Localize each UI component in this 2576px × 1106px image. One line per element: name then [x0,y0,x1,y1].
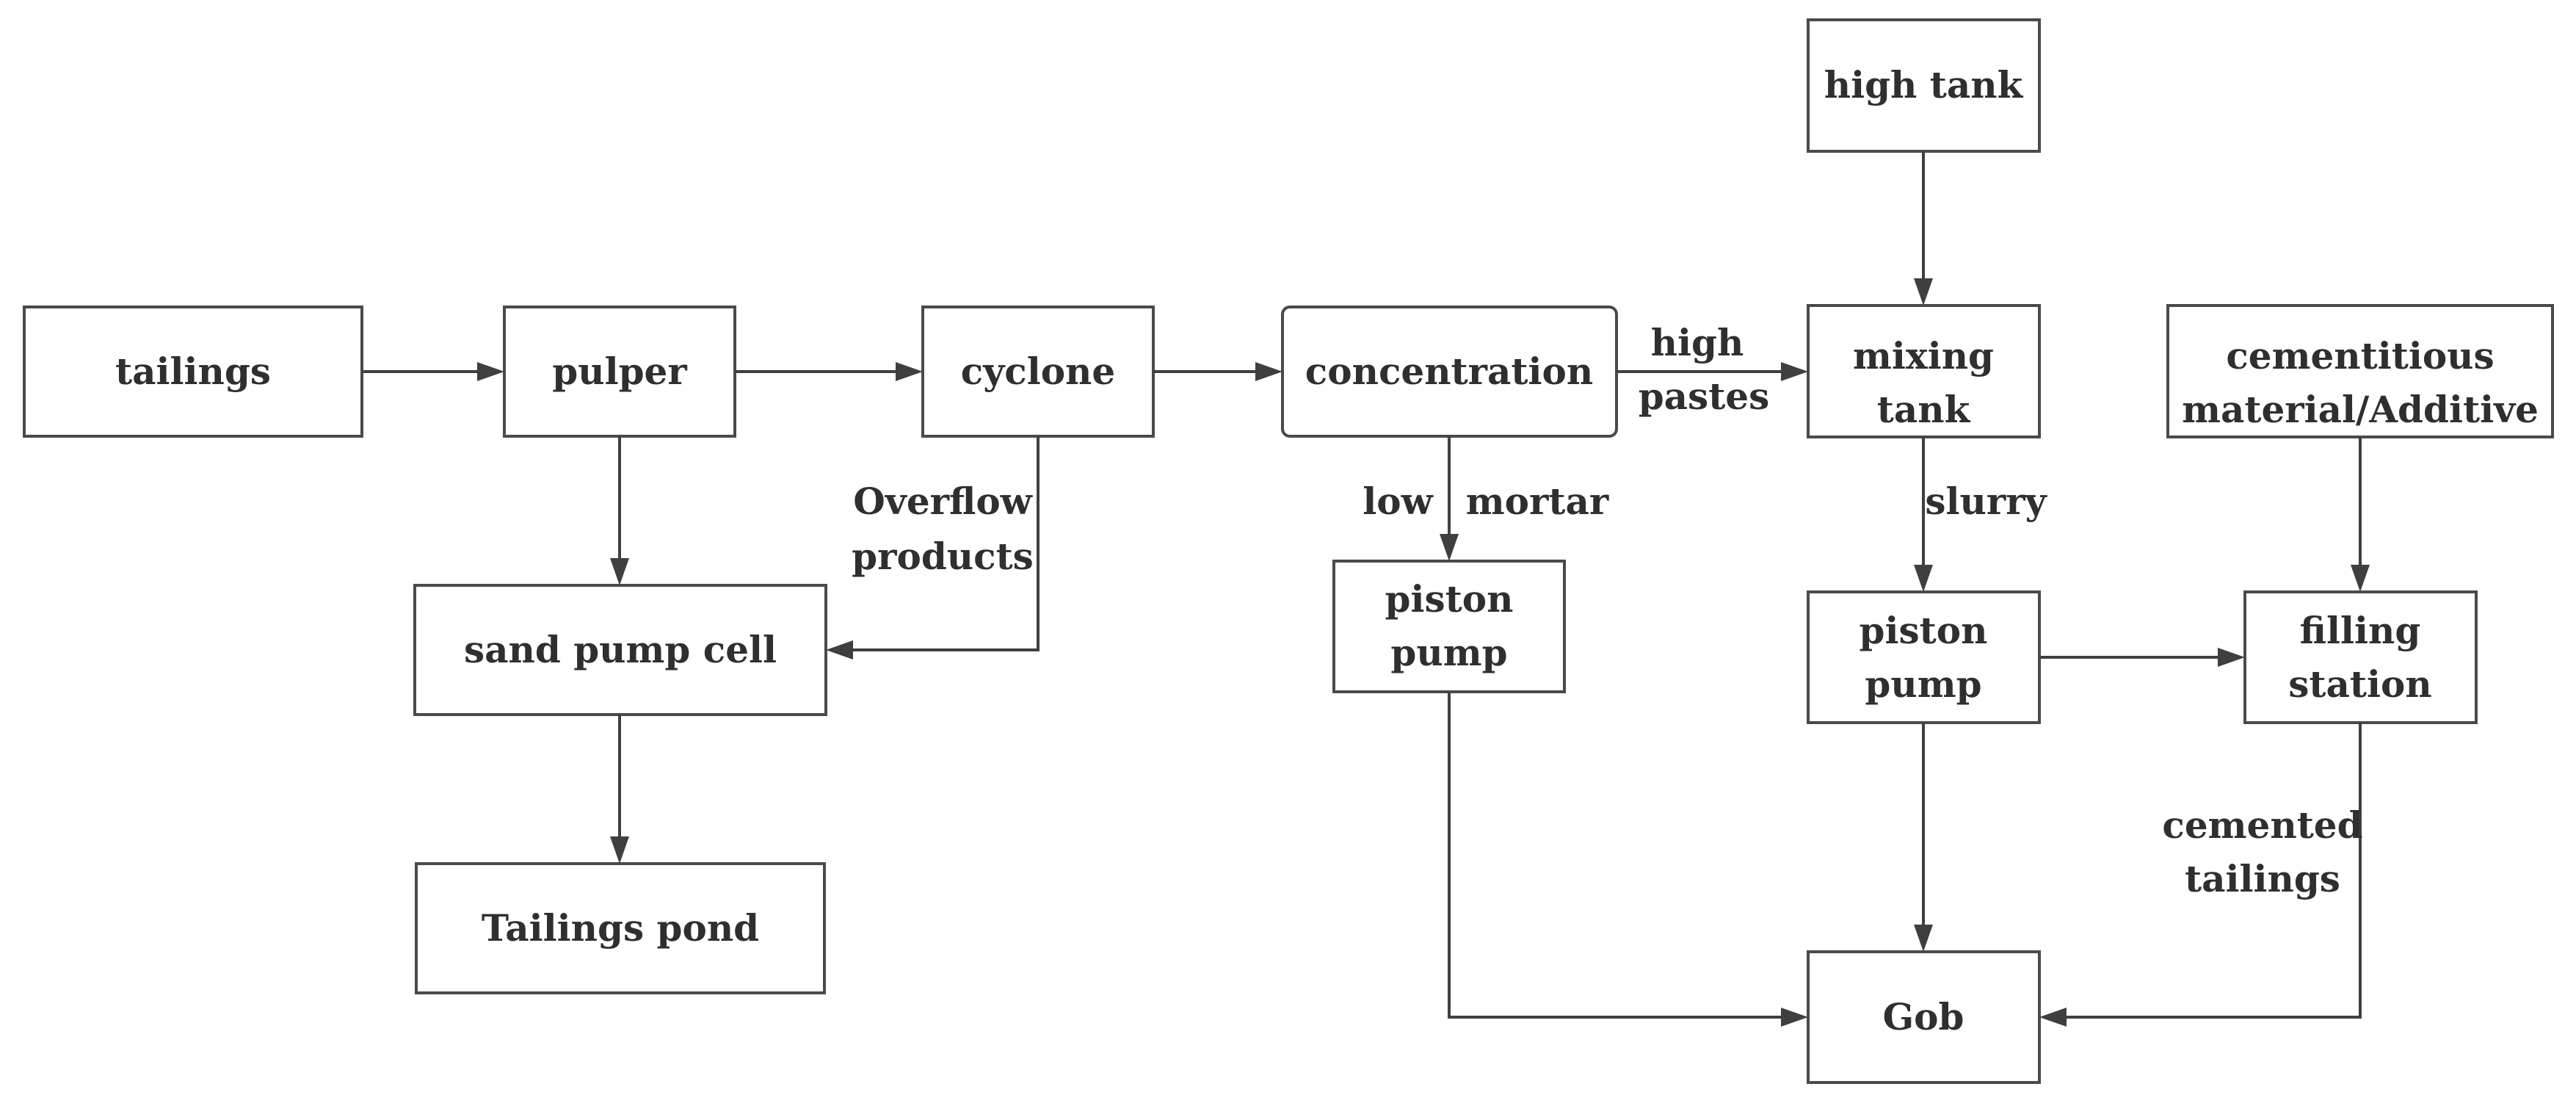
edge-cyclone-overflow-to-sand-pump-cell [826,436,1040,659]
node-tailings-pond: Tailings pond [415,862,826,994]
node-piston-pump-low-label-line1: piston [1385,577,1514,621]
node-sand-pump-cell: sand pump cell [413,584,827,716]
edge-pulper-to-cyclone [735,362,923,381]
edge-high-tank-to-mixing-tank [1914,151,1933,306]
node-high-tank-label: high tank [1824,63,2024,106]
node-mixing-tank-label-line2: tank [1877,388,1971,431]
edge-piston-pump-low-to-gob [1448,692,1808,1027]
node-cementitious-label-line1: cementitious [2226,334,2494,377]
edge-cementitious-to-filling-station [2351,437,2370,592]
edge-mixing-tank-to-piston-pump-high [1914,437,1933,592]
edge-cyclone-to-concentration [1153,362,1282,381]
node-piston-pump-low: piston pump [1332,560,1566,693]
edge-label-high-pastes-line1: high [1651,321,1744,364]
edge-label-low: low [1363,480,1434,523]
edge-label-cemented-line1: cemented [2162,803,2362,847]
node-pulper-label: pulper [552,350,687,393]
node-concentration: concentration [1281,306,1618,438]
edge-piston-pump-high-to-gob [1914,723,1933,952]
edge-label-overflow-line1: Overflow [853,480,1033,523]
node-cyclone-label: cyclone [961,350,1115,393]
node-tailings-label: tailings [115,350,271,393]
node-pulper: pulper [503,306,736,438]
node-mixing-tank-label-line1: mixing [1853,334,1994,377]
node-piston-pump-low-label-line2: pump [1390,631,1507,674]
node-sand-pump-cell-label: sand pump cell [464,628,777,671]
node-piston-pump-high: piston pump [1807,590,2041,724]
node-piston-pump-high-label-line2: pump [1865,662,1981,706]
node-concentration-label: concentration [1305,350,1593,393]
node-cementitious-material: cementitious material/Additive [2166,304,2554,438]
node-filling-station-label-line2: station [2288,662,2431,706]
edge-label-cemented-line2: tailings [2185,857,2340,900]
edge-label-slurry: slurry [1925,480,2047,523]
node-tailings-pond-label: Tailings pond [482,906,759,950]
edge-tailings-to-pulper [362,362,504,381]
edge-label-mortar: mortar [1466,480,1609,523]
node-filling-station: filling station [2243,590,2478,724]
edge-label-overflow-line2: products [852,535,1034,578]
node-piston-pump-high-label-line1: piston [1860,609,1988,652]
edge-sand-pump-cell-to-tailings-pond [610,715,629,864]
edge-concentration-to-piston-pump-low [1440,436,1459,561]
node-cyclone: cyclone [921,306,1155,438]
node-mixing-tank: mixing tank [1807,304,2041,438]
node-high-tank: high tank [1807,18,2041,153]
edge-filling-station-to-gob [2039,723,2362,1027]
edge-concentration-to-mixing-tank [1617,362,1808,381]
edge-pulper-to-sand-pump-cell [610,436,629,585]
node-filling-station-label-line1: filling [2300,609,2421,652]
edge-label-high-pastes-line2: pastes [1639,375,1770,418]
node-gob-label: Gob [1882,995,1964,1038]
edge-piston-pump-high-to-filling-station [2039,648,2245,667]
node-gob: Gob [1807,950,2041,1084]
node-tailings: tailings [23,306,363,438]
node-cementitious-label-line2: material/Additive [2182,388,2539,431]
